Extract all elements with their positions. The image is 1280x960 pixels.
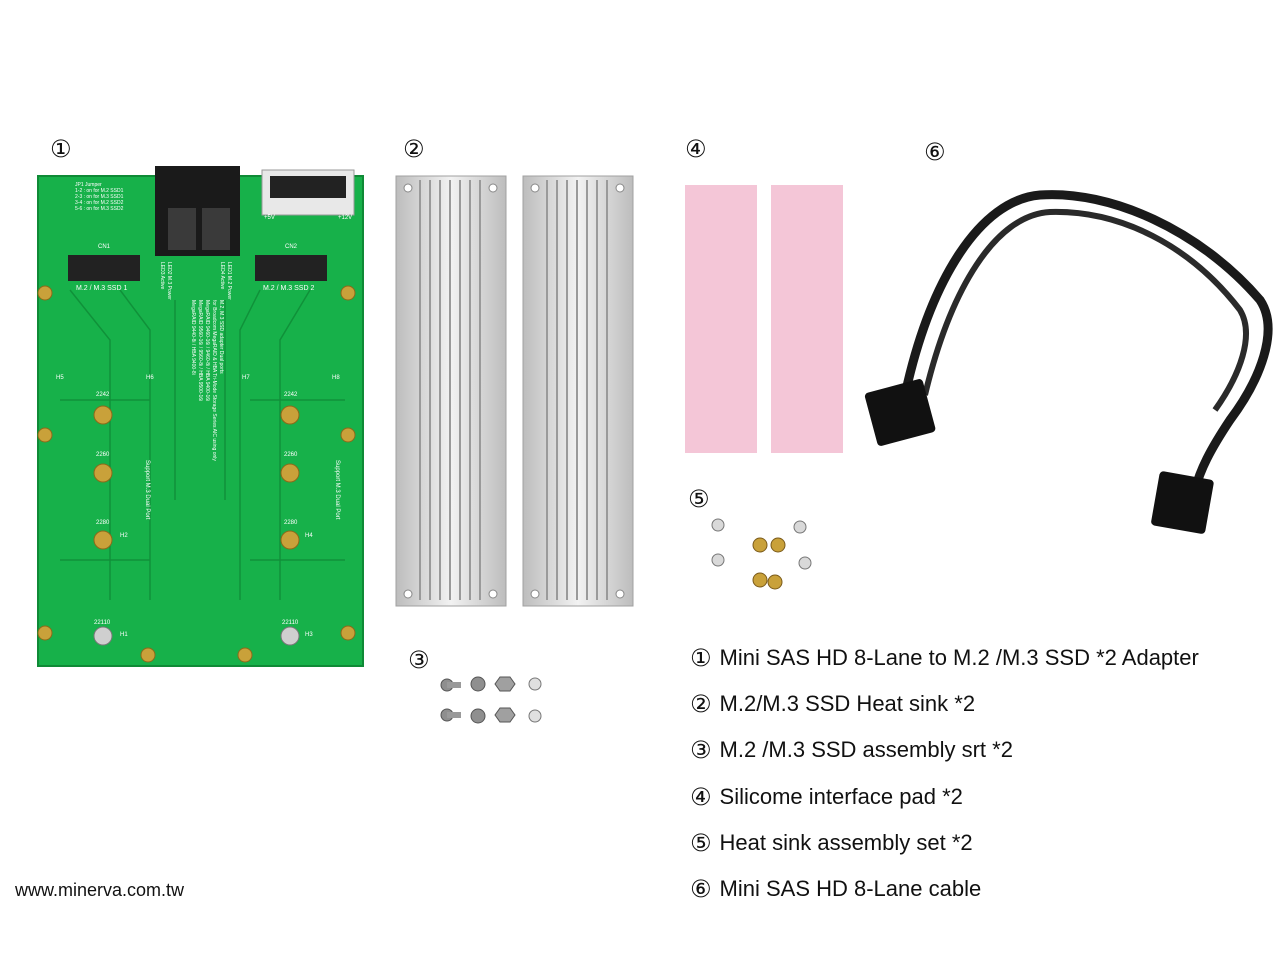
board-size-22110-b: 22110 (282, 620, 299, 626)
legend-text-4: Silicome interface pad *2 (719, 784, 963, 809)
legend-marker-6: ⑥ (690, 875, 712, 903)
board-h2: H2 (120, 533, 128, 539)
heat-sink-1 (395, 175, 507, 607)
board-slot1-label: M.2 / M.3 SSD 1 (76, 285, 128, 292)
board-size-2260-a: 2260 (96, 452, 110, 458)
board-jumper-line-2: 2-3 : on for M.3 SSD1 (75, 194, 124, 200)
marker-2: ② (403, 135, 425, 163)
board-plus5v: +5V (264, 215, 275, 221)
legend-text-1: Mini SAS HD 8-Lane to M.2 /M.3 SSD *2 Ad… (719, 645, 1199, 670)
heat-sink-assembly-set (711, 518, 812, 590)
silicone-pad-1 (685, 185, 757, 453)
legend-text-2: M.2/M.3 SSD Heat sink *2 (719, 691, 976, 716)
legend-text-3: M.2 /M.3 SSD assembly srt *2 (719, 737, 1013, 762)
board-h1: H1 (120, 632, 128, 638)
board-slot2-label: M.2 / M.3 SSD 2 (263, 285, 315, 292)
board-jumper-title: JP1 Jumper (75, 182, 102, 188)
legend-item-5: ⑤ Heat sink assembly set *2 (690, 830, 973, 856)
board-jumper-line-3: 3-4 : on for M.2 SSD2 (75, 200, 124, 206)
board-h7: H7 (242, 375, 250, 381)
board-size-22110-a: 22110 (94, 620, 111, 626)
legend-item-4: ④ Silicome interface pad *2 (690, 784, 963, 810)
legend-item-6: ⑥ Mini SAS HD 8-Lane cable (690, 876, 981, 902)
board-h3: H3 (305, 632, 313, 638)
marker-4: ④ (685, 135, 707, 163)
legend-marker-2: ② (690, 690, 712, 718)
marker-6: ⑥ (924, 138, 946, 166)
legend-text-6: Mini SAS HD 8-Lane cable (719, 876, 982, 901)
board-jumper-line-4: 5-6 : on for M.3 SSD2 (75, 206, 124, 212)
heat-sink-2 (522, 175, 634, 607)
footer-url: www.minerva.com.tw (15, 880, 185, 900)
board-size-2242-a: 2242 (96, 392, 110, 398)
legend-item-1: ① Mini SAS HD 8-Lane to M.2 /M.3 SSD *2 … (690, 645, 1199, 671)
m2-slot-1 (68, 255, 140, 281)
board-size-2242-b: 2242 (284, 392, 298, 398)
mini-sas-cable (864, 190, 1273, 534)
legend-marker-4: ④ (690, 783, 712, 811)
board-size-2280-b: 2280 (284, 520, 298, 526)
board-h6: H6 (146, 375, 154, 381)
board-h4: H4 (305, 533, 313, 539)
marker-5: ⑤ (688, 485, 710, 513)
legend-item-2: ② M.2/M.3 SSD Heat sink *2 (690, 691, 975, 717)
board-size-2260-b: 2260 (284, 452, 298, 458)
board-size-2280-a: 2280 (96, 520, 110, 526)
legend-text-5: Heat sink assembly set *2 (719, 830, 973, 855)
board-h8: H8 (332, 375, 340, 381)
board-cn1: CN1 (98, 244, 111, 250)
marker-1: ① (50, 135, 72, 163)
ssd-assembly-set (440, 676, 542, 724)
m2-slot-2 (255, 255, 327, 281)
legend-item-3: ③ M.2 /M.3 SSD assembly srt *2 (690, 737, 1013, 763)
board-h5: H5 (56, 375, 64, 381)
silicone-pad-2 (771, 185, 843, 453)
marker-3: ③ (408, 646, 430, 674)
legend-marker-5: ⑤ (690, 829, 712, 857)
board-plus12v: +12V (338, 215, 353, 221)
legend-marker-1: ① (690, 644, 712, 672)
board-jumper-line-1: 1-2 : on for M.2 SSD1 (75, 188, 124, 194)
legend-marker-3: ③ (690, 736, 712, 764)
board-cn2: CN2 (285, 244, 298, 250)
